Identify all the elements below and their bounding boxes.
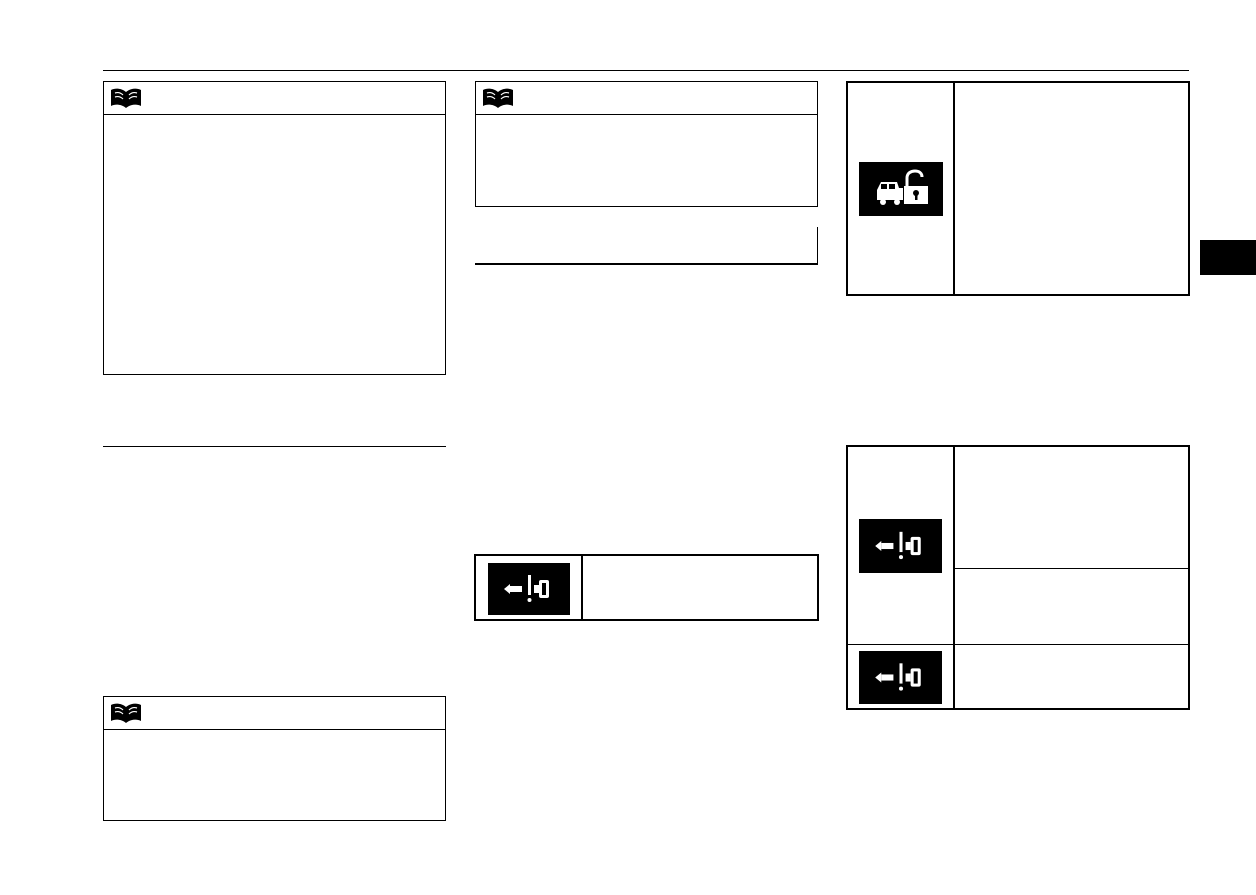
seatbelt-tile: [859, 651, 942, 704]
book-icon: [483, 88, 513, 108]
page-header-rule: [103, 70, 1189, 71]
chapter-tab: [1200, 240, 1256, 275]
door-unlock-warning-icon: [877, 169, 928, 205]
seatbelt-warning-icon: [504, 575, 549, 602]
table-divider: [953, 447, 955, 708]
seatbelt-warning-icon: [875, 531, 921, 560]
door-lock-indicator-table: [846, 81, 1190, 296]
note-header: [104, 82, 445, 115]
seatbelt-tile: [859, 519, 942, 573]
table-divider: [953, 83, 955, 294]
book-icon: [111, 88, 141, 108]
note-box-2: [103, 696, 446, 821]
note-header: [476, 82, 817, 115]
row-divider: [848, 644, 1188, 645]
seatbelt-tile: [488, 563, 570, 615]
heading-bracket-side: [817, 227, 818, 264]
note-box-3: [475, 81, 818, 207]
section-rule: [103, 446, 446, 447]
book-icon: [111, 703, 141, 723]
note-box-1: [103, 81, 446, 375]
seatbelt-warning-icon: [875, 663, 921, 691]
heading-underline: [475, 263, 818, 265]
seatbelt-status-table: [846, 445, 1190, 710]
row-divider: [954, 568, 1188, 569]
seatbelt-indicator-table: [474, 554, 819, 621]
note-header: [104, 697, 445, 730]
door-lock-tile: [859, 162, 943, 216]
table-divider: [581, 556, 583, 619]
